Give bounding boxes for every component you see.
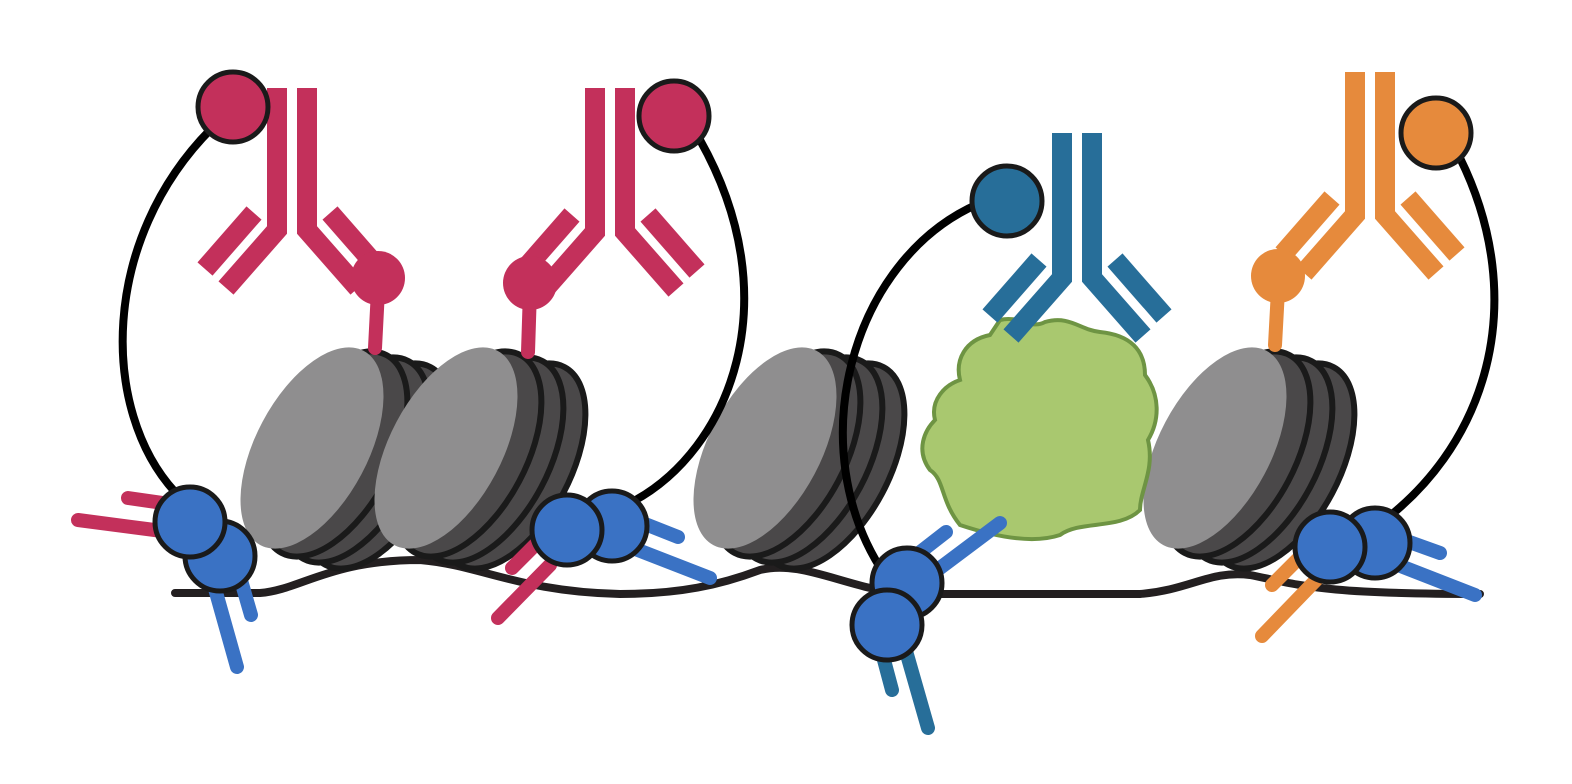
linker-arcs xyxy=(118,125,1499,578)
antibody-blue xyxy=(982,133,1172,343)
teal-bead xyxy=(969,163,1045,239)
arc-2 xyxy=(630,138,749,506)
bound-protein-blob xyxy=(920,316,1159,542)
arc-4 xyxy=(1365,156,1499,536)
arc-1 xyxy=(118,125,215,495)
orange-bead xyxy=(1398,95,1474,171)
antibody-orange xyxy=(1275,72,1465,280)
orange-mark-ball xyxy=(1251,249,1305,303)
crimson-bead xyxy=(636,78,712,154)
dna-strand xyxy=(171,555,1484,599)
crimson-mark-ball xyxy=(503,256,557,310)
crimson-bead xyxy=(195,69,271,145)
blue-bead xyxy=(529,492,605,568)
crimson-mark-ball xyxy=(351,251,405,305)
blue-bead xyxy=(1292,509,1368,585)
blue-bead xyxy=(849,587,925,663)
blue-bead xyxy=(152,484,228,560)
arc-3 xyxy=(838,200,980,578)
